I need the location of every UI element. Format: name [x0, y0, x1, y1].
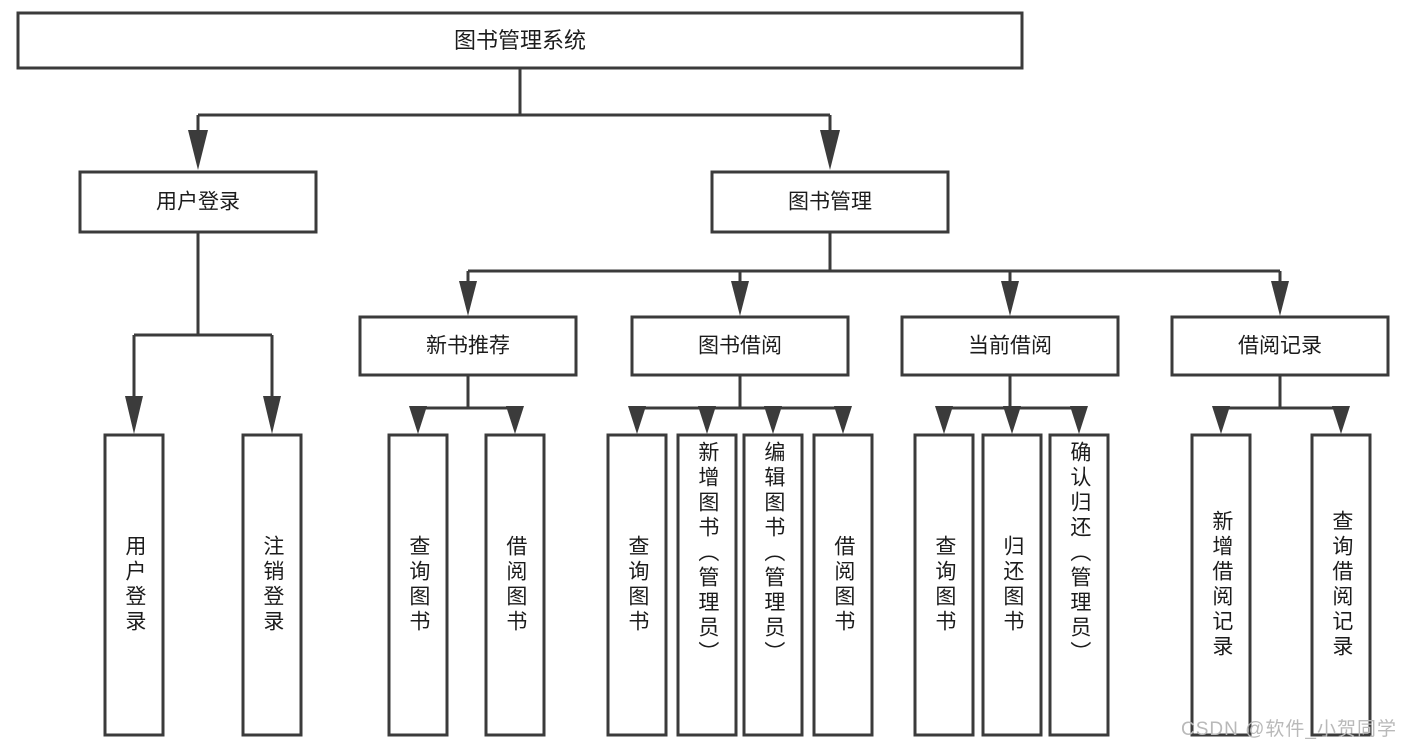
node-level2-current-borrow[interactable]	[900, 315, 1120, 377]
arrow-icon-root-to-bookmgmt	[820, 130, 840, 170]
arrow-icon-login-leaf-1	[125, 396, 143, 434]
arrow-icon-bookmgmt-child-1	[459, 281, 477, 316]
node-level2-borrow-record-label: 借阅记录	[1238, 335, 1322, 358]
node-leaf-return-book[interactable]	[981, 433, 1043, 737]
node-leaf-borrow-book-1[interactable]	[484, 433, 546, 737]
node-leaf-user-login[interactable]	[103, 433, 165, 737]
node-leaf-borrow-book-2[interactable]	[812, 433, 874, 737]
node-leaf-edit-book-admin[interactable]	[742, 433, 804, 737]
node-level2-new-book-recommend[interactable]	[358, 315, 578, 377]
node-leaf-confirm-return-admin[interactable]	[1048, 433, 1110, 737]
node-leaf-query-borrow-record[interactable]	[1310, 433, 1372, 737]
arrow-icon-borrow-leaf-2	[698, 406, 716, 434]
node-level2-borrow-record[interactable]	[1170, 315, 1390, 377]
arrow-icon-current-leaf-3	[1070, 406, 1088, 434]
node-level2-new-book-recommend-label: 新书推荐	[426, 335, 510, 358]
node-root[interactable]	[16, 11, 1024, 70]
arrow-icon-borrow-leaf-4	[834, 406, 852, 434]
node-level2-book-borrow[interactable]	[630, 315, 850, 377]
connectors	[125, 68, 1350, 434]
node-level1-user-login-label: 用户登录	[156, 191, 240, 214]
arrow-icon-bookmgmt-child-3	[1001, 281, 1019, 316]
arrow-icon-current-leaf-2	[1003, 406, 1021, 434]
node-leaf-query-book-1[interactable]	[387, 433, 449, 737]
node-leaf-add-borrow-record[interactable]	[1190, 433, 1252, 737]
arrow-icon-record-leaf-1	[1212, 406, 1230, 434]
arrow-icon-current-leaf-1	[935, 406, 953, 434]
node-level1-book-management-label: 图书管理	[788, 191, 872, 214]
node-level2-book-borrow-label: 图书借阅	[698, 335, 782, 358]
arrow-icon-borrow-leaf-3	[764, 406, 782, 434]
node-leaf-query-book-3[interactable]	[913, 433, 975, 737]
node-level1-book-management[interactable]	[710, 170, 950, 234]
node-leaf-add-book-admin[interactable]	[676, 433, 738, 737]
node-root-label: 图书管理系统	[454, 28, 586, 53]
node-boxes: 图书管理系统 用户登录 图书管理 新书推荐 图书借阅 当前借阅 借阅记录	[16, 11, 1390, 737]
node-leaf-logout[interactable]	[241, 433, 303, 737]
arrow-icon-bookmgmt-child-4	[1271, 281, 1289, 316]
node-level2-current-borrow-label: 当前借阅	[968, 335, 1052, 358]
arrow-icon-login-leaf-2	[263, 396, 281, 434]
arrow-icon-newbook-leaf-1	[409, 406, 427, 434]
arrow-icon-root-to-login	[188, 130, 208, 170]
arrow-icon-newbook-leaf-2	[506, 406, 524, 434]
arrow-icon-record-leaf-2	[1332, 406, 1350, 434]
node-level1-user-login[interactable]	[78, 170, 318, 234]
arrow-icon-bookmgmt-child-2	[731, 281, 749, 316]
arrow-icon-borrow-leaf-1	[628, 406, 646, 434]
node-leaf-query-book-2[interactable]	[606, 433, 668, 737]
watermark: CSDN @软件_小贺同学	[1181, 719, 1397, 740]
